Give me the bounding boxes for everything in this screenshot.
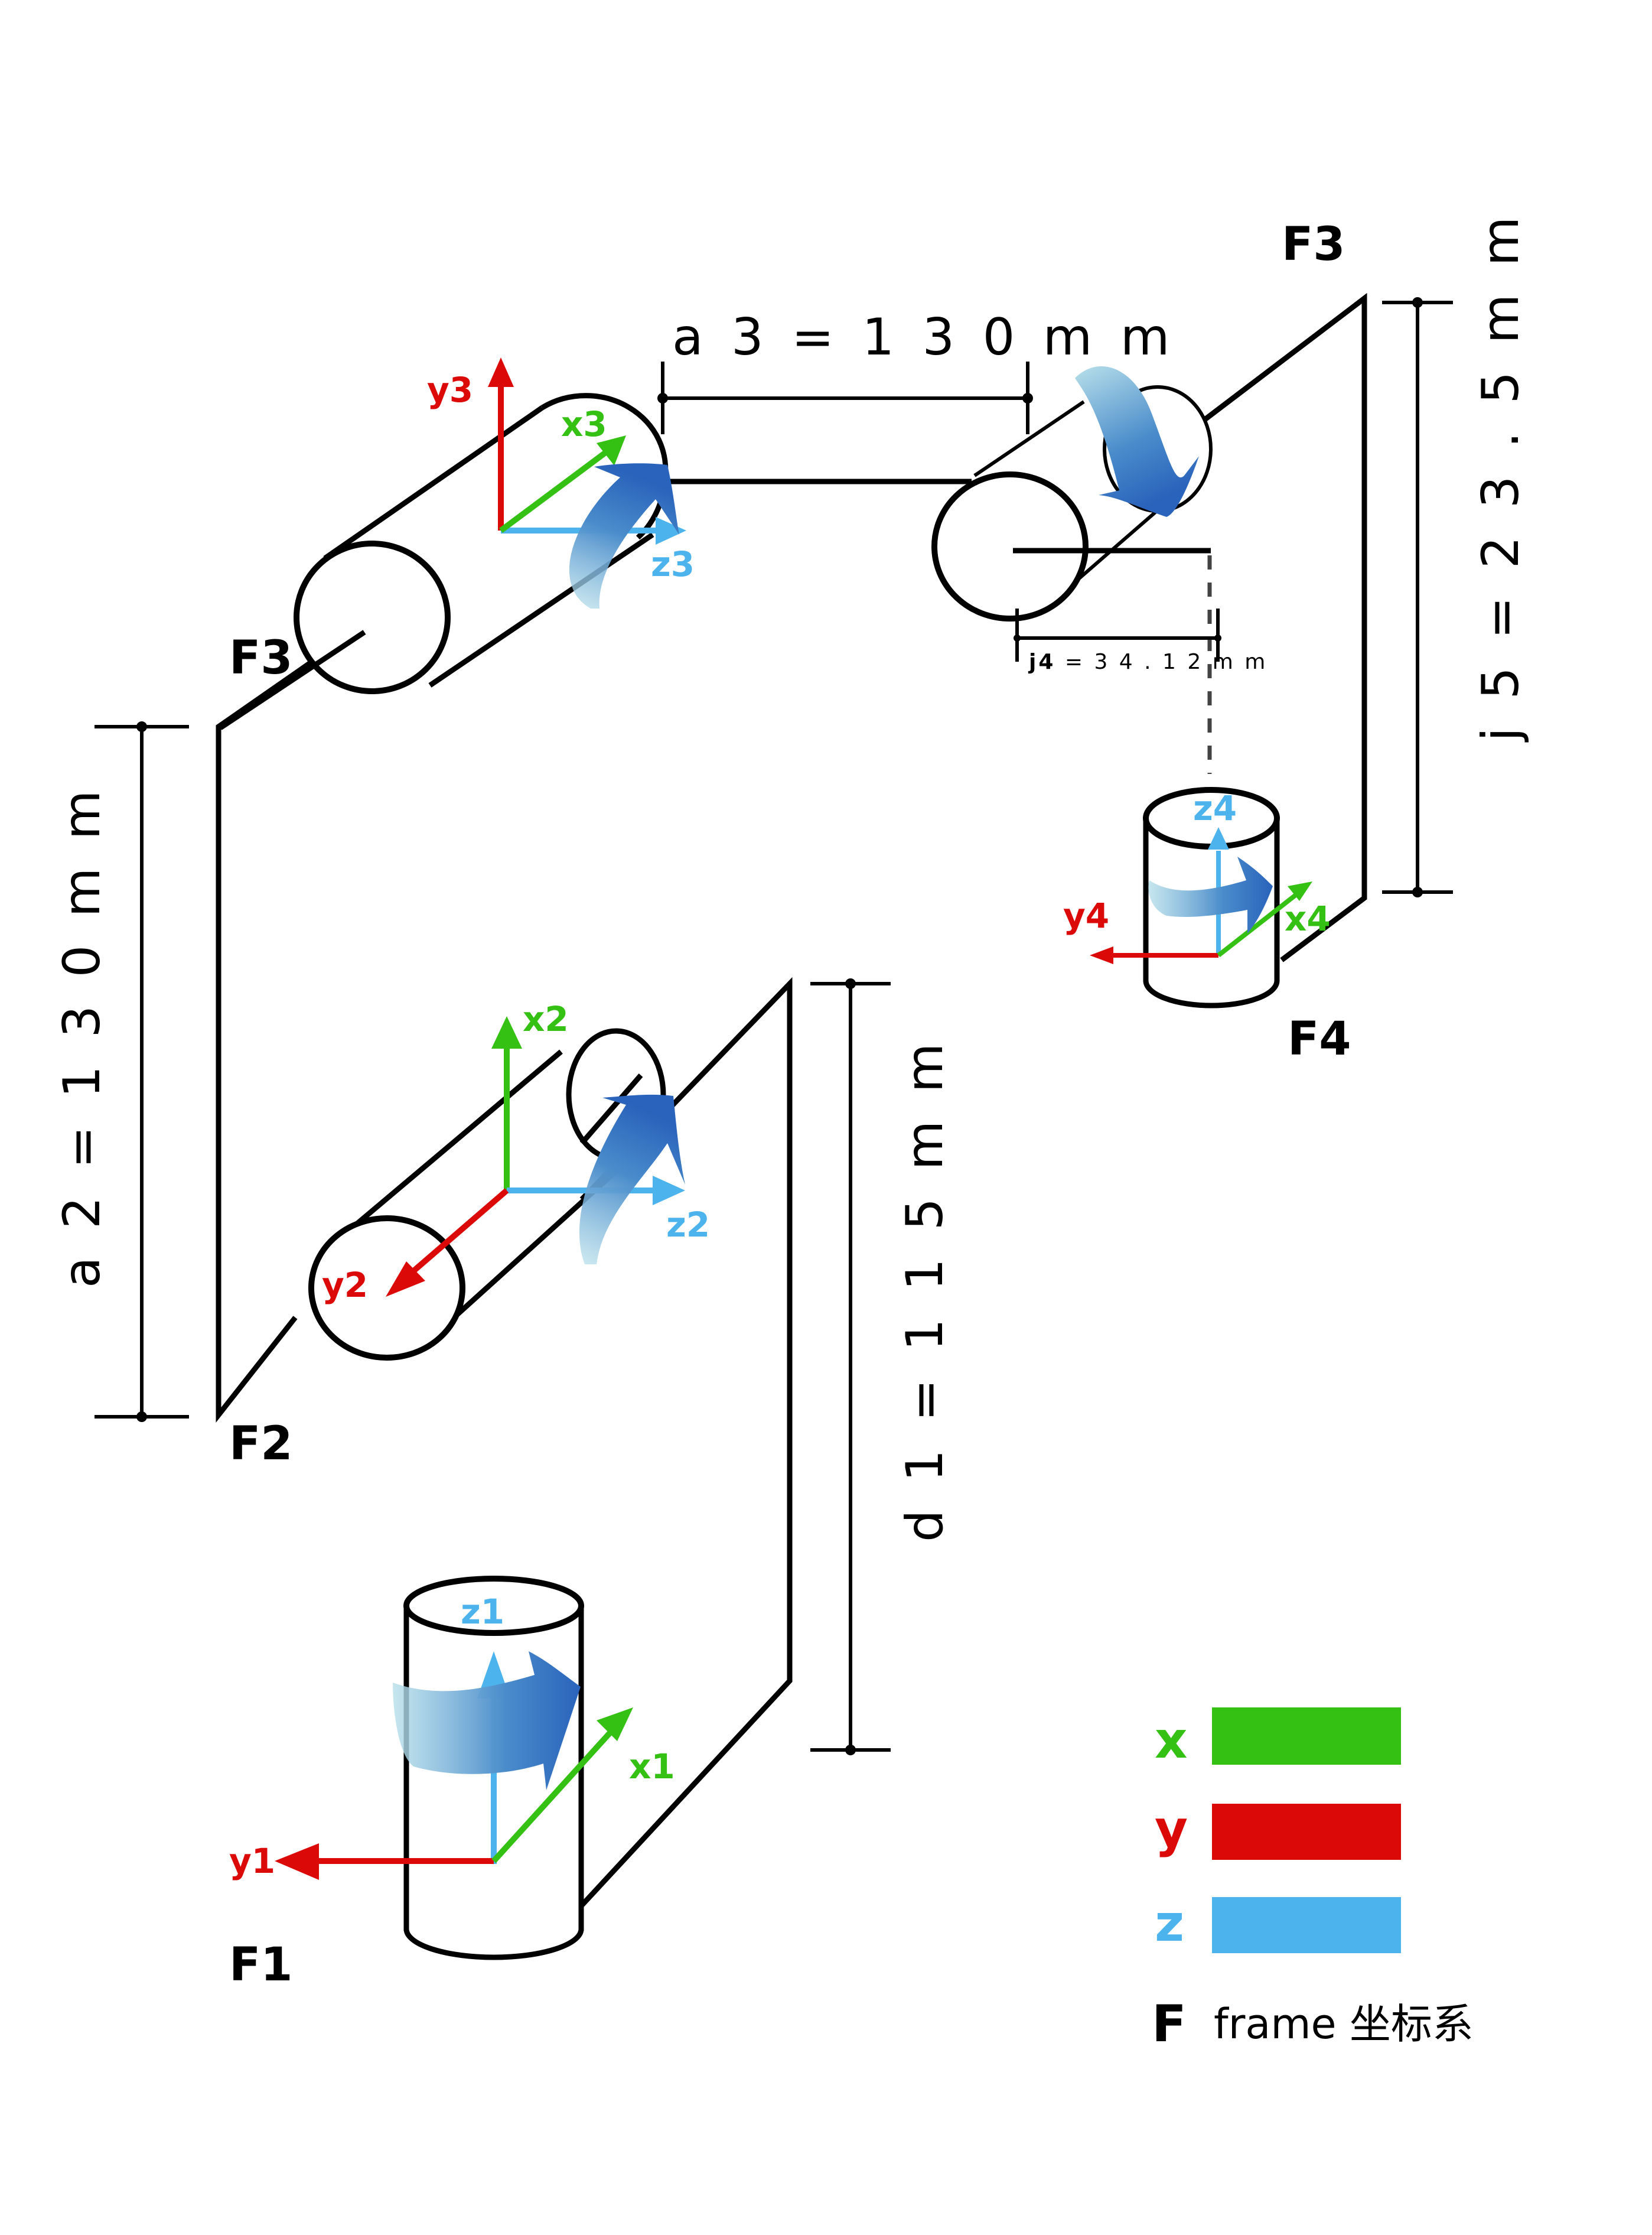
frame-label-f3-left: F3 [229,632,293,685]
frame1-x-label: x1 [629,1746,675,1787]
frame3-y-label: y3 [427,370,473,410]
frame4-x-arrowhead-icon [1288,881,1312,901]
frame3-x-axis [499,443,616,533]
rotation-arrow-joint1-icon [393,1651,581,1790]
dimension-j5-label: j 5 = 2 3 . 5 m m [1471,211,1530,743]
dimension-j4-prefix: j4 [1028,650,1055,674]
legend-z-swatch [1212,1897,1401,1953]
frame2-z-label: z2 [666,1205,710,1245]
joint3-cylinder [219,393,669,730]
frame4-x-axis [1217,890,1301,958]
dimension-d1-label: d 1 = 1 1 5 m m [895,1037,954,1542]
frame-label-f3-top: F3 [1282,218,1345,271]
dimension-a2-label: a 2 = 1 3 0 m m [53,784,112,1288]
dimension-j4: j4 = 3 4 . 1 2 m m [1014,609,1267,674]
frame1-z-label: z1 [461,1592,504,1632]
link-structure [216,292,1367,1908]
dimension-a2: a 2 = 1 3 0 m m [53,721,189,1422]
frame1-y-arrowhead-icon [275,1843,319,1880]
frame1-x-arrowhead-icon [597,1707,633,1741]
frame3-x-arrowhead-icon [597,435,626,466]
dimension-a3: a 3 = 1 3 0 m m [657,308,1176,434]
rotation-arrow-joint4-icon [1075,366,1199,517]
legend-frame-key: F [1152,1995,1187,2054]
frame4-x-label: x4 [1285,899,1331,939]
rotation-arrow-joint3-icon [569,463,679,609]
link-joint2-to-joint3 [216,630,356,1423]
frame-label-f4: F4 [1288,1013,1351,1066]
frame2-x-arrowhead-icon [491,1016,522,1049]
frame3-z-label: z3 [651,544,695,584]
dimension-j5: j 5 = 2 3 . 5 m m [1382,211,1530,897]
link-base-to-joint2 [579,977,793,1908]
legend-item-frame: F frame 坐标系 [1152,1995,1474,2054]
dimension-d1: d 1 = 1 1 5 m m [810,978,954,1755]
frame3-x-label: x3 [561,404,607,444]
joint4-cylinder [931,385,1213,774]
frame2-y-label: y2 [322,1265,368,1305]
frame1-x-axis [491,1726,617,1863]
frame3-z-arrowhead-icon [656,517,686,545]
dimension-a3-label: a 3 = 1 3 0 m m [672,308,1176,367]
dimension-j4-label: = 3 4 . 1 2 m m [1065,650,1267,674]
frame2-x-label: x2 [523,999,569,1039]
rotation-arrow-joint5-icon [1148,857,1273,933]
frame3-y-arrowhead-icon [488,357,514,387]
legend-item-y: y [1155,1800,1401,1860]
legend-y-swatch [1212,1804,1401,1860]
legend: x y z F frame 坐标系 [1152,1707,1474,2054]
frame4-y-label: y4 [1063,896,1109,936]
link-joint4-to-joint5 [1203,292,1367,962]
frame4-y-arrowhead-icon [1090,946,1113,964]
legend-frame-text: frame 坐标系 [1214,2000,1474,2048]
frame2-y-axis [405,1188,509,1278]
rotation-arrow-joint2-icon [579,1094,685,1264]
frame-label-f2: F2 [229,1417,293,1471]
svg-text:j4 = 3 4 . 1 2 m m: j4 = 3 4 . 1 2 m m [1028,650,1267,674]
legend-item-x: x [1155,1707,1401,1770]
legend-x-swatch [1212,1707,1401,1765]
frame2-z-arrowhead-icon [653,1176,685,1205]
legend-x-key: x [1155,1711,1187,1770]
frame3-axes: y3 x3 z3 [427,357,695,584]
frame4-z-label: z4 [1193,788,1237,828]
frame-label-f1: F1 [229,1938,293,1992]
legend-item-z: z [1155,1894,1401,1953]
frame4-z-arrowhead-icon [1208,827,1229,850]
legend-z-key: z [1155,1894,1184,1953]
frame2-y-arrowhead-icon [386,1261,425,1297]
legend-y-key: y [1155,1800,1188,1859]
frame1-y-label: y1 [229,1841,275,1881]
